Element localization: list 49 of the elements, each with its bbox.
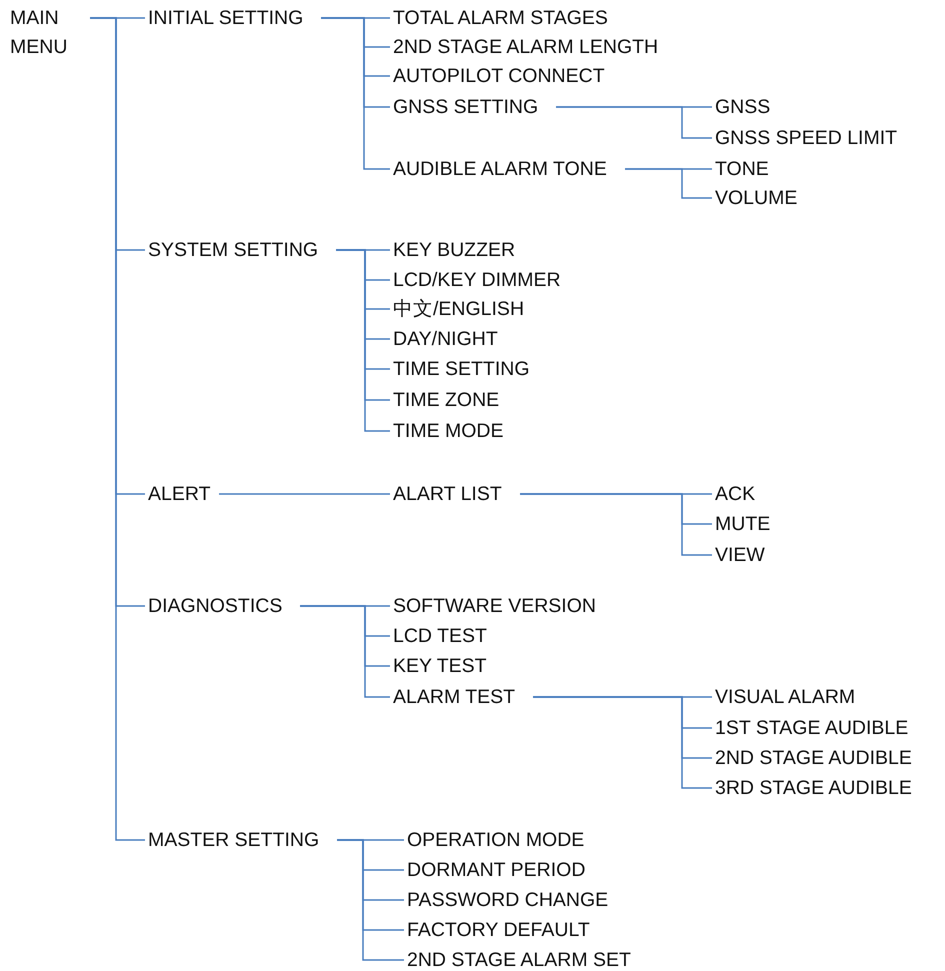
menu-item: DORMANT PERIOD [407,858,586,882]
menu-item: TIME SETTING [393,357,530,381]
connector-line [337,839,404,961]
menu-item: VIEW [715,543,765,567]
menu-item: TOTAL ALARM STAGES [393,6,608,30]
menu-item: ALART LIST [393,482,502,506]
menu-item: KEY TEST [393,654,487,678]
menu-item: AUTOPILOT CONNECT [393,64,605,88]
menu-item: INITIAL SETTING [148,6,304,30]
connector-line [300,605,390,698]
menu-item: 2ND STAGE AUDIBLE [715,746,912,770]
connector-line [336,249,390,432]
menu-item: LCD TEST [393,624,487,648]
menu-item: TONE [715,157,769,181]
menu-item: FACTORY DEFAULT [407,918,590,942]
connector-line [90,17,145,841]
connector-line [556,106,712,139]
menu-item: 2ND STAGE ALARM LENGTH [393,35,658,59]
connector-line [625,168,712,199]
menu-item: TIME MODE [393,419,504,443]
connector-line [533,696,712,789]
menu-item: PASSWORD CHANGE [407,888,608,912]
menu-item: LCD/KEY DIMMER [393,268,561,292]
menu-item: SYSTEM SETTING [148,238,318,262]
menu-item: SOFTWARE VERSION [393,594,596,618]
connector-line [219,493,390,495]
menu-item: KEY BUZZER [393,238,516,262]
menu-item: ALARM TEST [393,685,516,709]
menu-item: GNSS SPEED LIMIT [715,126,898,150]
connector-line [321,17,390,170]
menu-item: MUTE [715,512,770,536]
menu-item: ACK [715,482,756,506]
menu-item: GNSS [715,95,770,119]
menu-item: MAIN MENU [10,4,80,62]
menu-item: AUDIBLE ALARM TONE [393,157,607,181]
menu-item: MASTER SETTING [148,828,320,852]
menu-item: DAY/NIGHT [393,327,498,351]
menu-item: 2ND STAGE ALARM SET [407,948,631,971]
menu-item: VOLUME [715,186,798,210]
menu-item: 3RD STAGE AUDIBLE [715,776,912,800]
menu-item: GNSS SETTING [393,95,538,119]
menu-item: VISUAL ALARM [715,685,856,709]
menu-item: ALERT [148,482,210,506]
connector-line [520,493,712,556]
menu-item: TIME ZONE [393,388,500,412]
menu-item: 1ST STAGE AUDIBLE [715,716,908,740]
menu-item: DIAGNOSTICS [148,594,282,618]
menu-item: OPERATION MODE [407,828,584,852]
menu-item: 中文/ENGLISH [393,297,524,321]
